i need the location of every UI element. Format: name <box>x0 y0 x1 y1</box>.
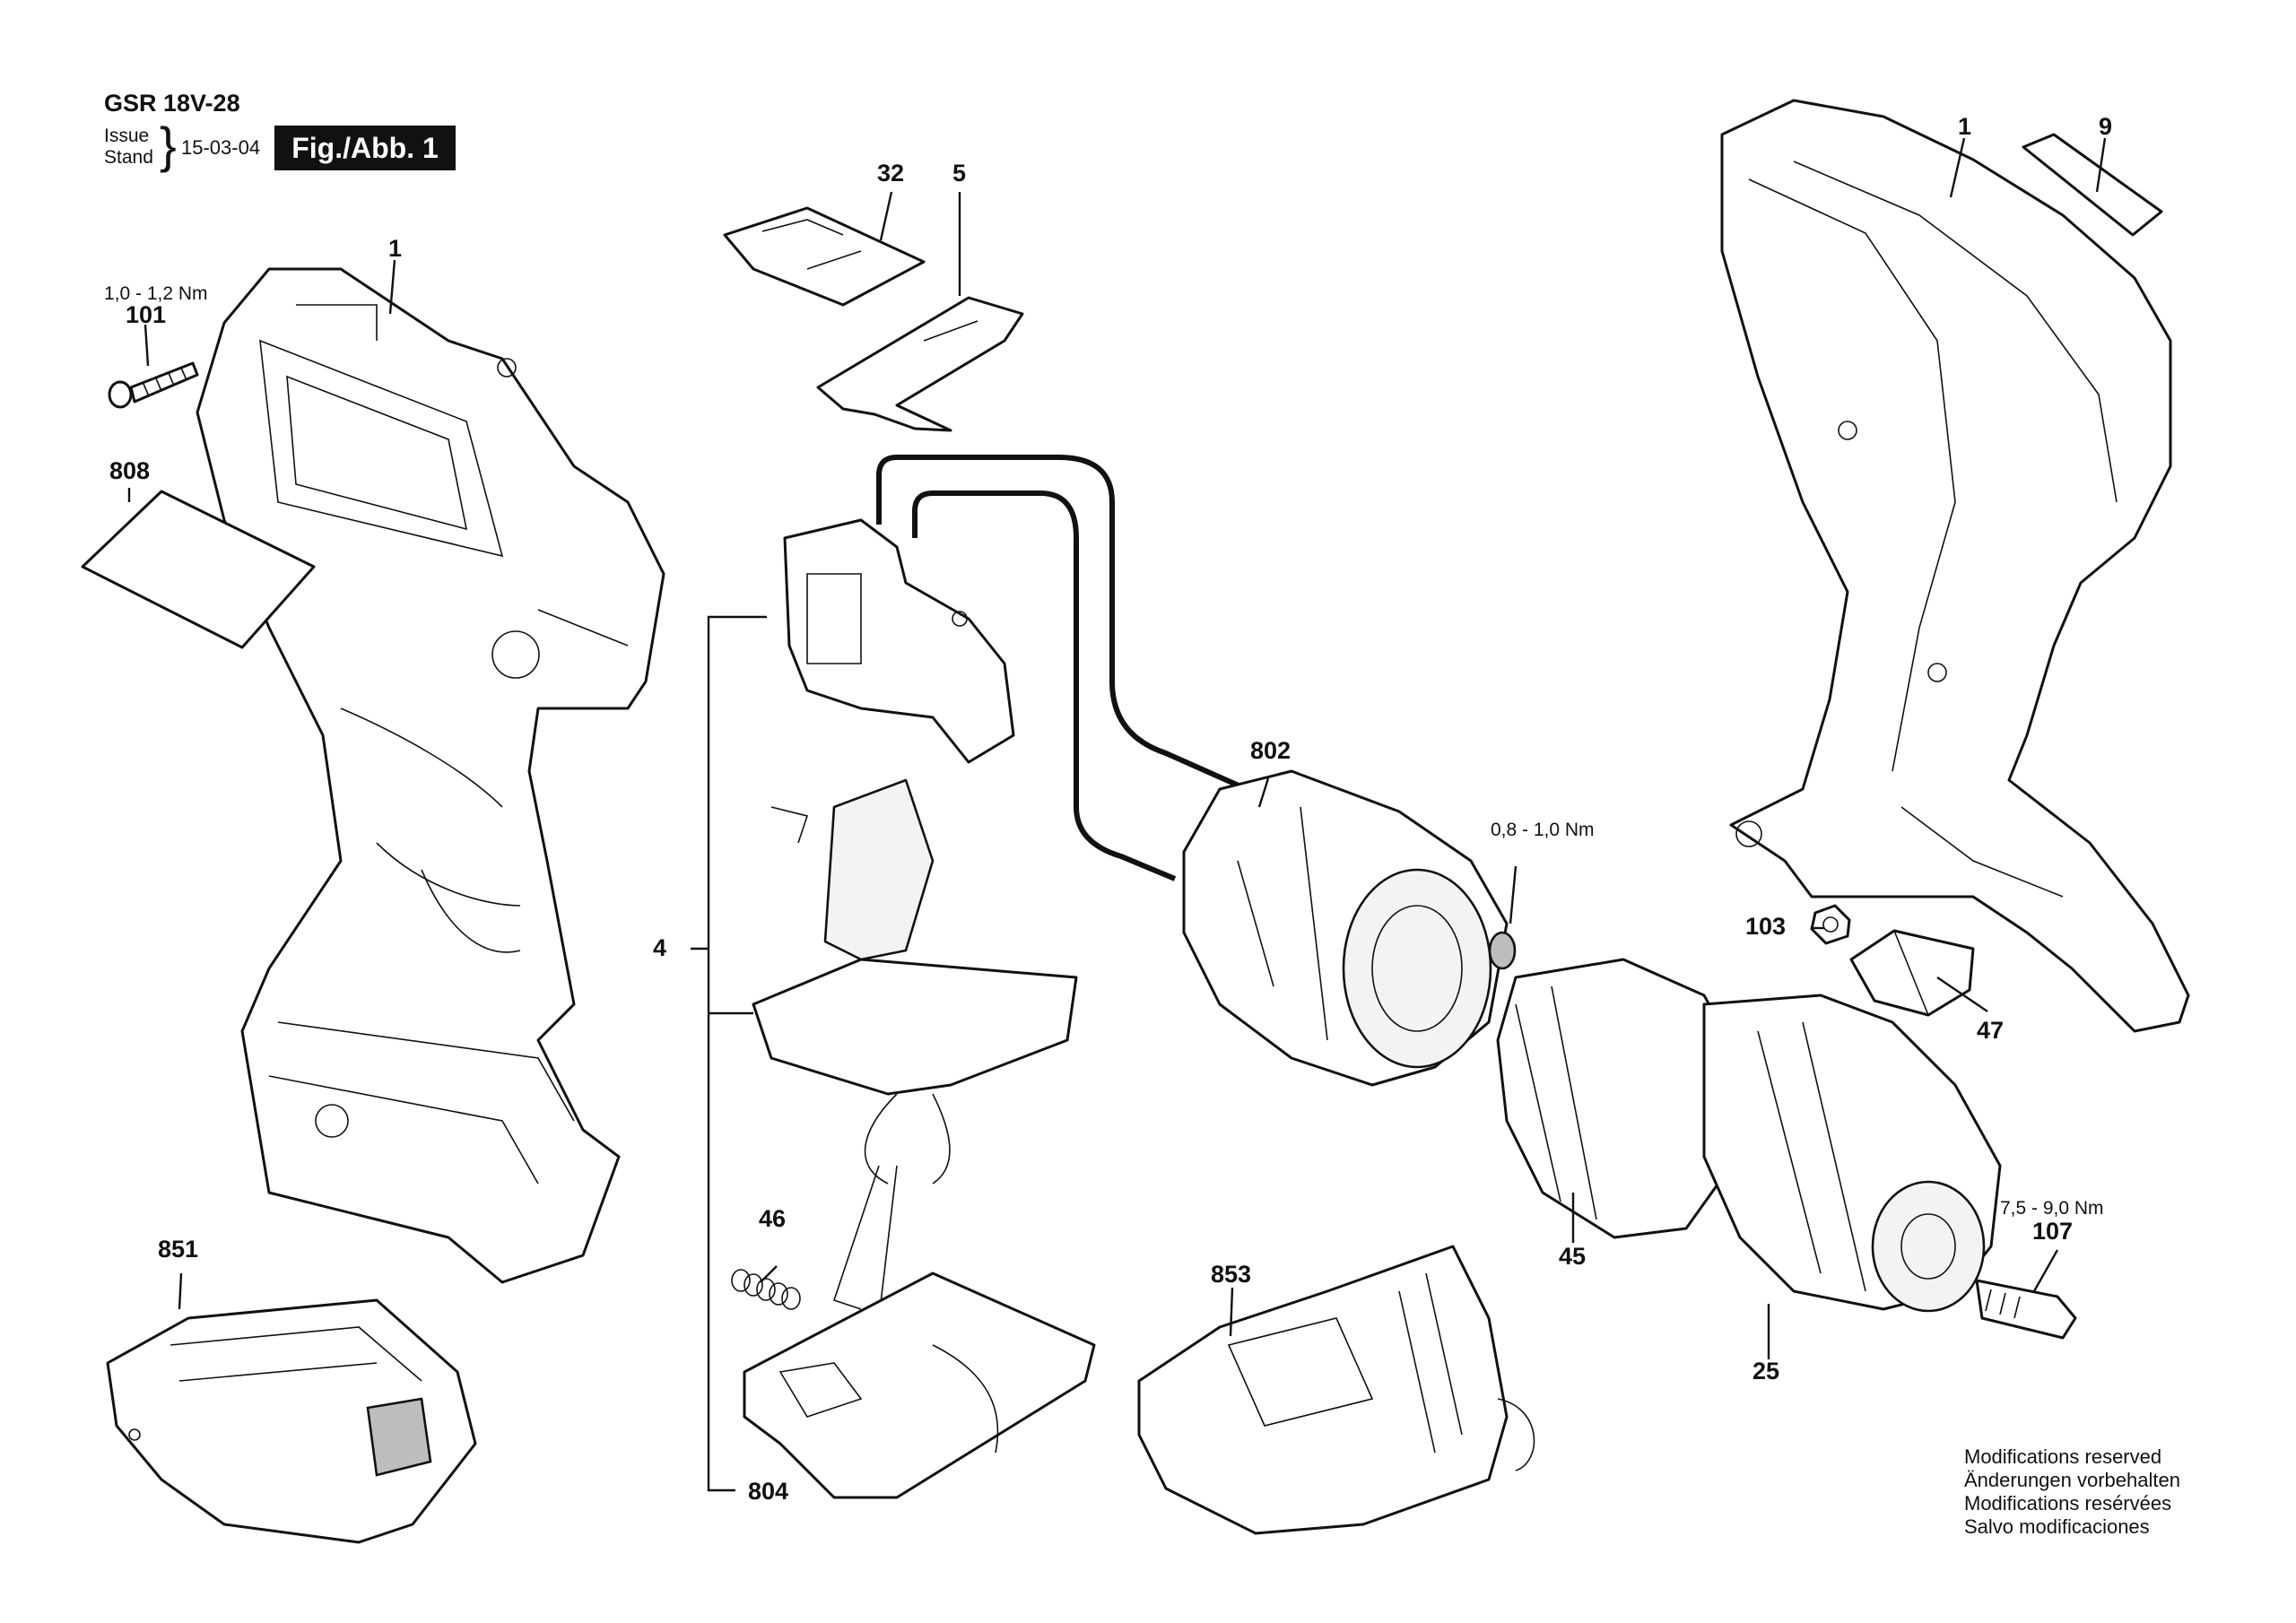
screw-101-drawing <box>108 361 199 409</box>
callout-851: 851 <box>158 1236 199 1263</box>
right-housing-drawing <box>1720 99 2190 1033</box>
cap-47-drawing <box>1849 929 1975 1017</box>
left-housing-drawing <box>196 267 665 1284</box>
torque-802: 0,8 - 1,0 Nm <box>1491 820 1595 840</box>
stand-text: Stand <box>104 147 153 168</box>
callout-802: 802 <box>1250 737 1292 764</box>
brace-glyph: } <box>160 117 177 173</box>
charger-853-drawing <box>1137 1245 1535 1535</box>
callout-853: 853 <box>1211 1261 1252 1288</box>
figure-badge: Fig./Abb. 1 <box>274 126 456 170</box>
cover-804-drawing <box>743 1271 1096 1499</box>
callout-1-right: 1 <box>1958 113 1972 140</box>
label-9-drawing <box>2022 133 2163 237</box>
callout-32: 32 <box>877 160 905 187</box>
callout-25: 25 <box>1752 1358 1780 1384</box>
callout-808: 808 <box>109 457 151 484</box>
battery-851-drawing <box>106 1298 477 1544</box>
callout-4: 4 <box>653 934 667 961</box>
notice-line-de: Änderungen vorbehalten <box>1964 1469 2180 1491</box>
notice-line-en: Modifications reserved <box>1964 1445 2162 1468</box>
issue-label: Issue Stand <box>104 126 153 169</box>
torque-101: 1,0 - 1,2 Nm <box>104 283 208 304</box>
spring-46-drawing <box>731 1269 801 1310</box>
torque-107: 7,5 - 9,0 Nm <box>2000 1198 2104 1219</box>
switch-4-drawing <box>783 455 1248 881</box>
callout-47: 47 <box>1977 1017 2005 1044</box>
slider-5-drawing <box>816 296 1024 432</box>
bracket-4-lines <box>691 615 767 1492</box>
callout-1-left: 1 <box>388 235 403 262</box>
modification-notice: Modifications reserved Änderungen vorbeh… <box>1964 1445 2180 1539</box>
leader-lines <box>127 137 2107 1359</box>
notice-line-es: Salvo modificaciones <box>1964 1515 2150 1538</box>
model-title: GSR 18V-28 <box>104 90 240 117</box>
notice-line-fr: Modifications resérvées <box>1964 1492 2172 1515</box>
gearbox-45-drawing <box>1496 958 1751 1239</box>
switch-cap-32-drawing <box>723 206 926 307</box>
callout-45: 45 <box>1559 1243 1587 1270</box>
callout-103: 103 <box>1745 913 1787 940</box>
electronics-module-drawing <box>752 778 1078 1319</box>
callout-5: 5 <box>952 160 967 187</box>
callout-101: 101 <box>126 301 167 328</box>
chuck-25-drawing <box>1702 994 2002 1313</box>
issue-text: Issue <box>104 126 150 146</box>
callout-9: 9 <box>2099 113 2113 140</box>
screw-107-drawing <box>1975 1279 2077 1340</box>
motor-802-drawing <box>1182 769 1517 1087</box>
callout-804: 804 <box>748 1478 789 1505</box>
nut-103-drawing <box>1810 904 1851 945</box>
issue-date: 15-03-04 <box>181 136 261 159</box>
callout-107: 107 <box>2032 1218 2074 1245</box>
label-808-drawing <box>81 490 316 649</box>
callout-46: 46 <box>759 1205 787 1232</box>
